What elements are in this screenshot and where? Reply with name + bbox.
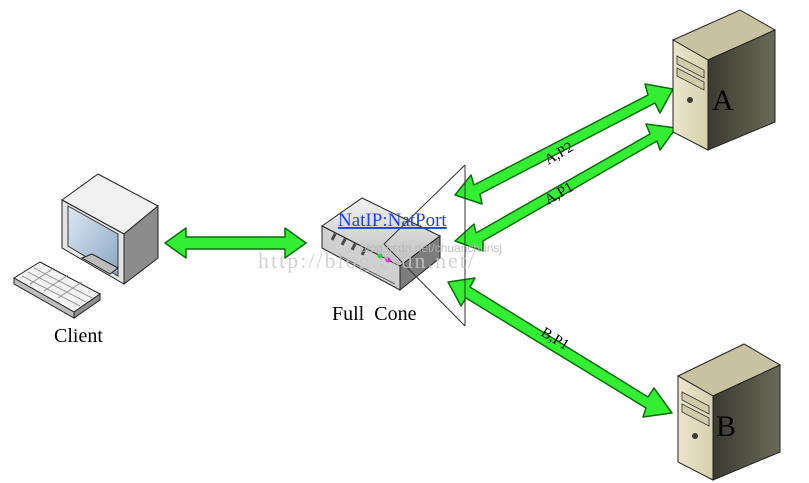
nat-type-label: Full Cone [332,303,417,325]
watermark-overlay-text: blog.csdn.net/chuanchunsj [360,241,502,255]
watermark-text: http://blog.csdn.net/ [258,248,476,273]
client-label: Client [54,325,103,347]
nat-mapping-label: NatIP:NatPort [338,210,447,231]
server-a-icon [671,9,777,151]
client-computer-icon [13,173,159,319]
router-icon [321,197,441,292]
server-a-label: A [712,84,734,117]
server-b-label: B [716,410,736,443]
cone-outline [383,164,466,327]
keyboard-icon [13,261,101,319]
server-b-icon [676,343,782,481]
arrow-nat-b-p1 [447,277,673,418]
arrow-client-nat [164,227,307,259]
